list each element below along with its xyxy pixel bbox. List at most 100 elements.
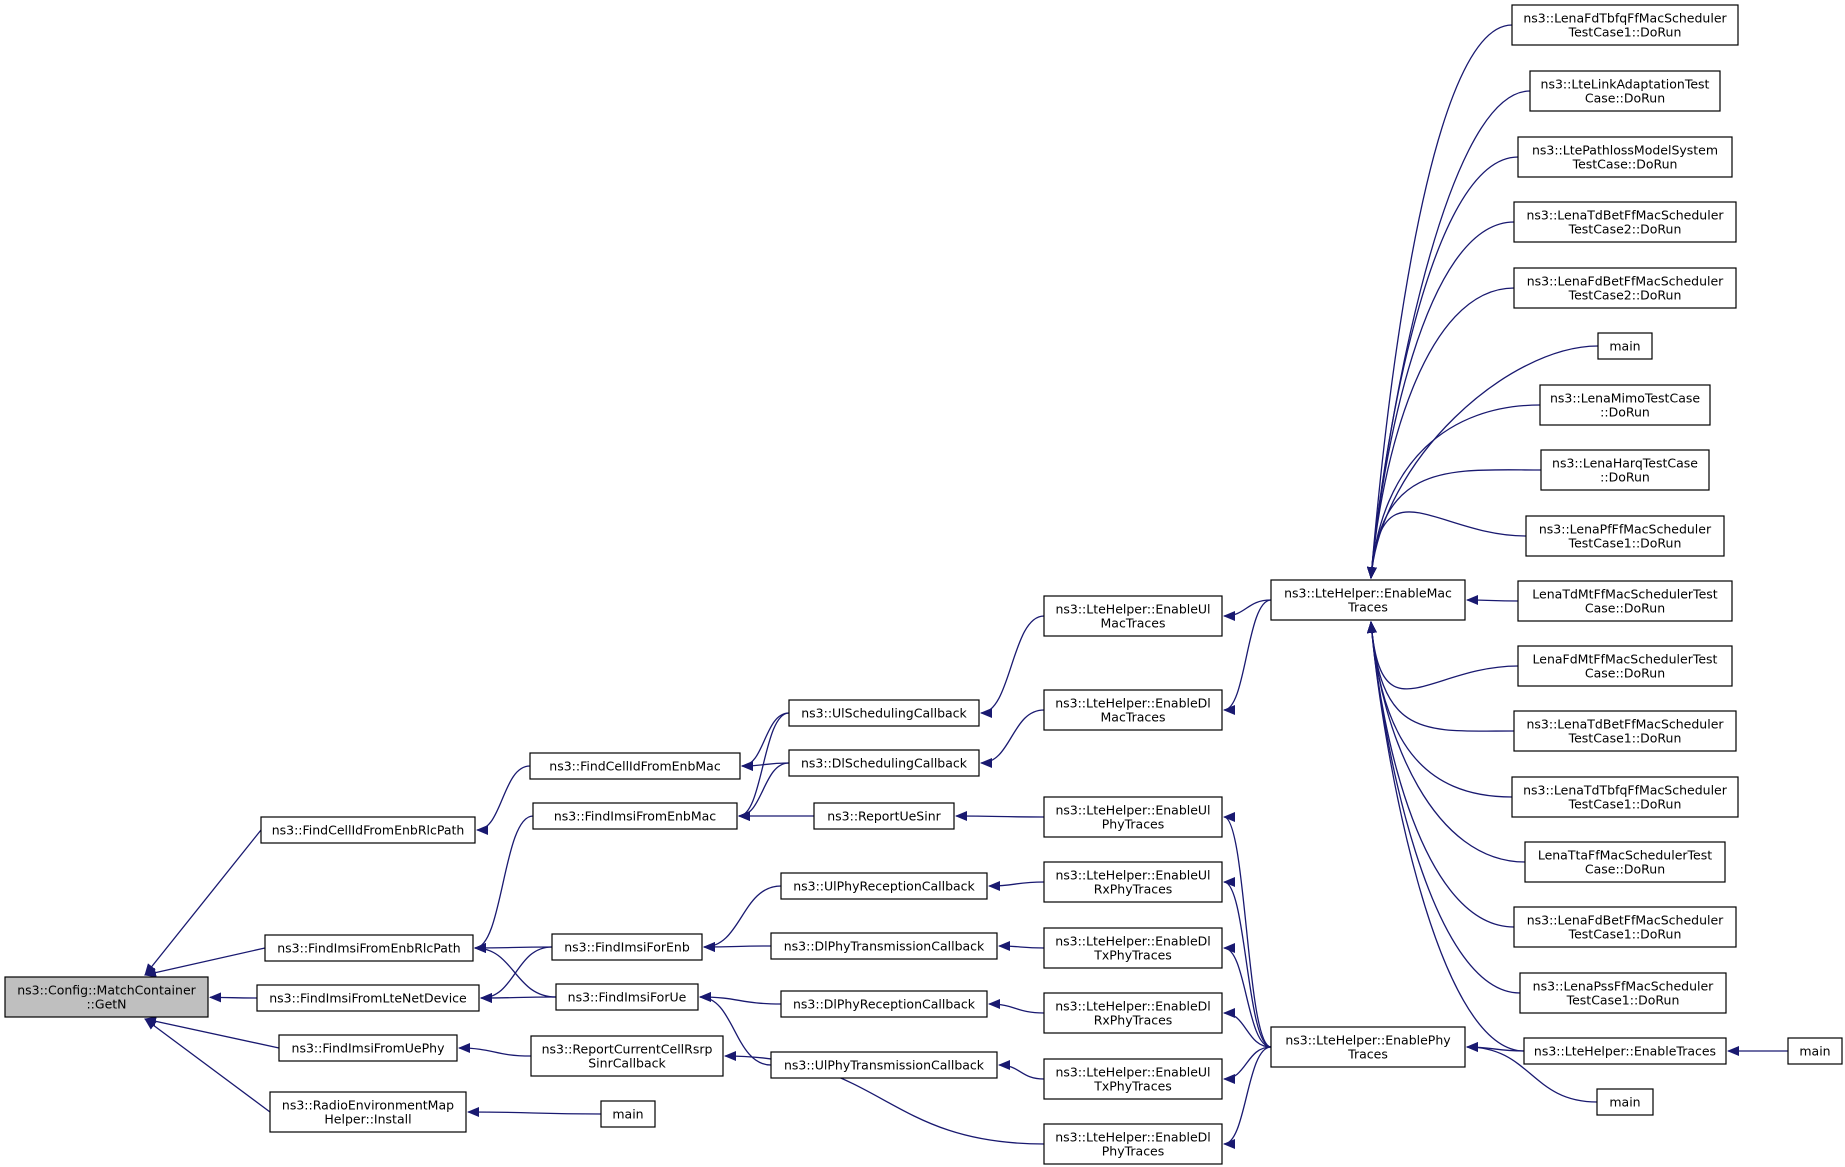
node-label: ns3::DlSchedulingCallback	[801, 756, 968, 771]
node-fdbet1[interactable]: ns3::LenaFdBetFfMacSchedulerTestCase1::D…	[1513, 906, 1737, 948]
node-pss1[interactable]: ns3::LenaPssFfMacSchedulerTestCase1::DoR…	[1519, 972, 1727, 1014]
node-tdbet2[interactable]: ns3::LenaTdBetFfMacSchedulerTestCase2::D…	[1513, 201, 1737, 243]
node-main_rem[interactable]: main	[600, 1100, 656, 1128]
node-ulphytx[interactable]: ns3::UlPhyTransmissionCallback	[770, 1051, 998, 1079]
node-label: ns3::FindCellIdFromEnbMac	[549, 759, 721, 774]
call-edge	[703, 941, 772, 952]
node-label: main	[1609, 339, 1640, 354]
node-label: PhyTraces	[1102, 817, 1165, 832]
node-box	[256, 984, 480, 1012]
node-box	[1596, 1088, 1654, 1116]
node-harq[interactable]: ns3::LenaHarqTestCase::DoRun	[1540, 449, 1710, 491]
node-label: Case::DoRun	[1585, 666, 1665, 681]
call-edge	[738, 762, 790, 821]
node-label: main	[1799, 1044, 1830, 1059]
node-pathloss[interactable]: ns3::LtePathlossModelSystemTestCase::DoR…	[1517, 136, 1733, 178]
node-findimsienb[interactable]: ns3::FindImsiForEnb	[551, 933, 703, 961]
node-findimsiue[interactable]: ns3::FindImsiForUe	[555, 983, 699, 1011]
node-label: SinrCallback	[588, 1056, 666, 1071]
call-edge	[209, 992, 258, 1003]
node-tdbet1[interactable]: ns3::LenaTdBetFfMacSchedulerTestCase1::D…	[1513, 710, 1737, 752]
node-getn[interactable]: ns3::Config::MatchContainer::GetN	[4, 976, 209, 1018]
node-label: ns3::LenaPssFfMacScheduler	[1533, 979, 1715, 994]
call-edge	[998, 941, 1045, 952]
node-fdbet2[interactable]: ns3::LenaFdBetFfMacSchedulerTestCase2::D…	[1513, 267, 1737, 309]
node-label: ns3::RadioEnvironmentMap	[282, 1098, 454, 1113]
call-edge	[980, 709, 1045, 768]
node-findcellrlc[interactable]: ns3::FindCellIdFromEnbRlcPath	[260, 816, 476, 844]
node-box	[1043, 595, 1223, 637]
node-dlphytx[interactable]: ns3::DlPhyTransmissionCallback	[770, 932, 998, 960]
node-label: Case::DoRun	[1585, 862, 1665, 877]
node-box	[1270, 1026, 1466, 1068]
node-label: ns3::FindImsiForEnb	[564, 940, 690, 955]
node-label: RxPhyTraces	[1094, 1013, 1173, 1028]
node-label: main	[612, 1107, 643, 1122]
node-label: ns3::LteHelper::EnableUl	[1055, 803, 1210, 818]
node-label: ns3::FindImsiFromUePhy	[292, 1041, 446, 1056]
node-label: ns3::LenaTdTbfqFfMacScheduler	[1523, 783, 1728, 798]
node-pf1[interactable]: ns3::LenaPfFfMacSchedulerTestCase1::DoRu…	[1525, 515, 1725, 557]
call-edge	[1466, 1042, 1598, 1103]
node-findimsirlc[interactable]: ns3::FindImsiFromEnbRlcPath	[264, 934, 474, 962]
node-label: ns3::LteHelper::EnableDl	[1055, 934, 1211, 949]
node-label: ns3::FindImsiFromEnbRlcPath	[277, 941, 460, 956]
call-edge	[458, 1043, 532, 1057]
node-label: Traces	[1347, 1047, 1388, 1062]
node-dlphyrx[interactable]: ns3::DlPhyReceptionCallback	[780, 990, 988, 1018]
node-fdtbfq1[interactable]: ns3::LenaFdTbfqFfMacSchedulerTestCase1::…	[1511, 4, 1739, 46]
node-box	[1513, 906, 1737, 948]
node-label: ns3::UlPhyTransmissionCallback	[784, 1058, 985, 1073]
node-ulphyrx[interactable]: ns3::UlPhyReceptionCallback	[780, 872, 988, 900]
node-label: TestCase1::DoRun	[1568, 536, 1682, 551]
node-main_far[interactable]: main	[1787, 1037, 1843, 1065]
node-findimsilte[interactable]: ns3::FindImsiFromLteNetDevice	[256, 984, 480, 1012]
node-box	[1597, 332, 1653, 360]
node-mimo[interactable]: ns3::LenaMimoTestCase::DoRun	[1539, 384, 1711, 426]
node-dlsched[interactable]: ns3::DlSchedulingCallback	[788, 749, 980, 777]
node-box	[780, 872, 988, 900]
node-label: TestCase2::DoRun	[1568, 288, 1682, 303]
call-edge	[1223, 1008, 1272, 1048]
node-box	[780, 990, 988, 1018]
node-box	[1525, 515, 1725, 557]
call-edge	[699, 992, 772, 1066]
call-edge	[955, 811, 1045, 822]
call-edge	[988, 999, 1045, 1014]
node-findcellmac[interactable]: ns3::FindCellIdFromEnbMac	[529, 752, 741, 780]
node-findimsiuephy[interactable]: ns3::FindImsiFromUePhy	[278, 1034, 458, 1062]
node-box	[1787, 1037, 1843, 1065]
node-label: ns3::ReportCurrentCellRsrp	[542, 1042, 713, 1057]
node-label: TestCase1::DoRun	[1566, 993, 1680, 1008]
node-label: Traces	[1347, 600, 1388, 615]
node-main_r2[interactable]: main	[1596, 1088, 1654, 1116]
node-label: ns3::LenaFdBetFfMacScheduler	[1527, 274, 1724, 289]
node-tdtbfq1[interactable]: ns3::LenaTdTbfqFfMacSchedulerTestCase1::…	[1511, 776, 1739, 818]
node-label: ns3::DlPhyReceptionCallback	[793, 997, 976, 1012]
node-main_r1[interactable]: main	[1597, 332, 1653, 360]
node-reportuesinr[interactable]: ns3::ReportUeSinr	[813, 802, 955, 830]
node-label: TxPhyTraces	[1093, 1079, 1172, 1094]
node-enabletraces[interactable]: ns3::LteHelper::EnableTraces	[1523, 1037, 1727, 1065]
node-findimsimac[interactable]: ns3::FindImsiFromEnbMac	[532, 802, 738, 830]
node-label: Case::DoRun	[1585, 91, 1665, 106]
node-label: ns3::LenaMimoTestCase	[1550, 391, 1700, 406]
node-ulsched[interactable]: ns3::UlSchedulingCallback	[788, 699, 980, 727]
node-label: ns3::LenaFdTbfqFfMacScheduler	[1523, 11, 1727, 26]
